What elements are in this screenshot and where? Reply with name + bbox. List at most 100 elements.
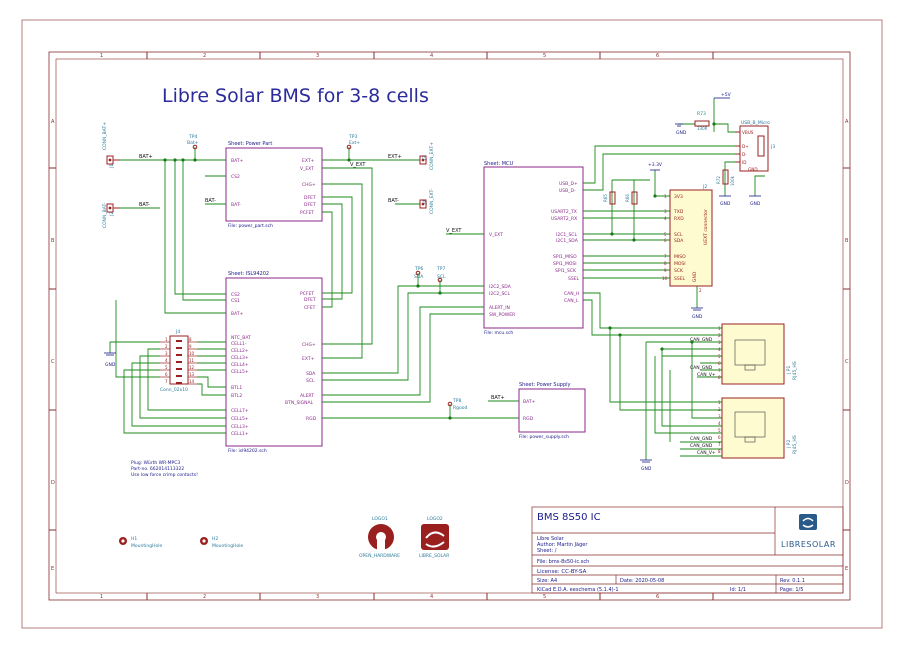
svg-text:MountingHole: MountingHole [212,543,243,549]
net-label-bat-minus-pp: BAT- [205,198,216,204]
col-bottom-1: 1 [100,594,103,600]
row-right-a: A [845,119,849,125]
license: License: CC-BY-SA [537,569,587,575]
pin-power-ext-plus: EXT+ [302,158,315,164]
col-top-4: 4 [430,53,433,59]
brand-name: LIBRESOLAR [781,540,836,549]
conn-ext-minus: CONN_EXT- J4 [419,188,435,214]
svg-text:8: 8 [189,337,192,342]
paper-size: Size: A4 [537,578,557,584]
mounting-hole-1: H1 MountingHole [119,536,162,549]
pin-isl-cs1: CS1 [231,298,240,304]
svg-text:3: 3 [664,209,667,214]
svg-text:10: 10 [189,351,195,356]
svg-text:6: 6 [718,361,721,366]
pin-mcu-usb-dm: USB_D- [559,188,576,194]
pin-mcu-sw-power: SW_POWER [489,312,515,318]
pin-mcu-alert: ALERT_IN [489,305,510,311]
svg-text:CAN_GND: CAN_GND [690,443,713,449]
pin-power-v-ext: V_EXT [300,166,314,172]
pin-mcu-ssel: SSEL [568,276,580,282]
power-gnd-4: GND [720,201,731,207]
svg-text:8: 8 [718,375,721,380]
svg-text:CAN_GND: CAN_GND [690,365,713,371]
svg-text:TP3: TP3 [348,134,357,140]
title-block-text: BMS 8S50 IC Libre Solar Author: Martin J… [537,512,805,593]
col-top-3: 3 [316,53,319,59]
sheet-power-part[interactable]: Sheet: Power Part File: power_part.sch B… [225,141,323,229]
svg-text:LOGO2: LOGO2 [427,516,443,522]
mcu-title: Sheet: MCU [484,161,514,167]
svg-text:CAN_V+: CAN_V+ [697,450,716,456]
pin-mcu-can-l: CAN_L [564,298,579,304]
pin-mcu-tx: USART2_TX [551,209,577,215]
svg-text:RXD: RXD [674,216,684,222]
pin-isl-btl2: BTL2 [231,393,242,399]
svg-text:10: 10 [662,276,668,281]
svg-text:5: 5 [165,365,168,370]
pin-ps-rgd: RGD [523,416,534,422]
svg-text:J3: J3 [422,156,428,161]
svg-text:CAN_GND: CAN_GND [690,337,713,343]
svg-text:R73: R73 [697,111,706,117]
pin-mcu-usb-dp: USB_D+ [559,181,578,187]
svg-text:CONN_EXT+: CONN_EXT+ [429,142,435,170]
svg-text:TP8: TP8 [452,398,461,404]
pin-isl-cell3b: CELL3+ [231,424,249,430]
pin-isl-ntc: NTC_BAT [231,335,251,341]
ps-file: File: power_supply.sch [519,434,569,440]
svg-text:2: 2 [718,333,721,338]
pin-isl-btl1: BTL1 [231,385,242,391]
pin-isl-cell2: CELL2+ [231,348,249,354]
svg-text:Conn_02x10: Conn_02x10 [160,387,188,393]
svg-text:Plug: Würth WR-MPC3: Plug: Würth WR-MPC3 [131,460,180,466]
svg-text:3V3: 3V3 [674,194,683,200]
col-top-1: 1 [100,53,103,59]
pin-mcu-scl1: I2C1_SCL [556,232,577,238]
kicad-version: KiCad E.D.A. eeschema (5.1.4)-1 [537,587,619,593]
sheet-isl94202[interactable]: Sheet: ISL94202 File: isl94202.sch CS2 C… [225,271,323,454]
pin-isl-cell1b: CELL1+ [231,431,249,437]
svg-text:2: 2 [699,288,702,293]
svg-text:J2: J2 [702,184,707,190]
svg-text:LOGO1: LOGO1 [372,516,388,522]
row-right-e: E [845,566,848,572]
resistors: R73 330R R72 100k R65 R66 [603,111,735,205]
row-left-a: A [51,119,55,125]
svg-text:RJ45_HS: RJ45_HS [792,435,798,454]
svg-text:SCL: SCL [674,232,683,238]
sheet-mcu[interactable]: Sheet: MCU File: mcu.sch V_EXT I2C2_SDA … [483,161,584,336]
pin-mcu-sda: I2C2_SDA [489,284,512,290]
svg-text:5: 5 [718,428,721,433]
power-3v3: +3.3V [648,162,663,168]
page-number: Page: 1/5 [780,587,803,593]
svg-text:9: 9 [189,344,192,349]
power-part-file: File: power_part.sch [228,223,273,229]
svg-text:OPEN_HARDWARE: OPEN_HARDWARE [359,553,400,559]
col-bottom-2: 2 [203,594,206,600]
mcu-file: File: mcu.sch [484,330,513,336]
pin-ps-bat-plus: BAT+ [523,399,536,405]
svg-text:Use low force crimp contacts!: Use low force crimp contacts! [131,472,198,478]
power-gnd-2: GND [692,314,703,320]
svg-text:D-: D- [742,152,747,157]
svg-text:2: 2 [165,344,168,349]
svg-text:7: 7 [165,379,168,384]
pin-mcu-scl: I2C2_SCL [489,291,510,297]
svg-text:MISO: MISO [674,254,686,260]
brand-logo: LIBRESOLAR [781,514,836,549]
svg-text:1: 1 [165,337,168,342]
pin-mcu-can-h: CAN_H [564,291,579,297]
svg-text:Ext+: Ext+ [349,140,360,146]
power-symbols [104,97,761,463]
rj45-connector-2: RJ45_HS J P2 1 2 3 4 5 6 7 8 CAN_GND CAN… [690,397,798,459]
conn-bat-plus: CONN_BAT+ J1 [102,122,120,169]
col-top-6: 6 [656,53,659,59]
svg-text:J P1: J P1 [786,366,792,375]
conn-ext-plus: CONN_EXT+ J3 [419,142,435,170]
tp3: TP3 Ext+ [346,134,360,150]
pin-isl-bat-plus: BAT+ [231,311,244,317]
svg-text:Part-no. 662014113322: Part-no. 662014113322 [131,466,184,472]
sheet-power-supply[interactable]: Sheet: Power Supply File: power_supply.s… [518,382,586,440]
svg-text:CONN_BAT+: CONN_BAT+ [102,122,108,150]
